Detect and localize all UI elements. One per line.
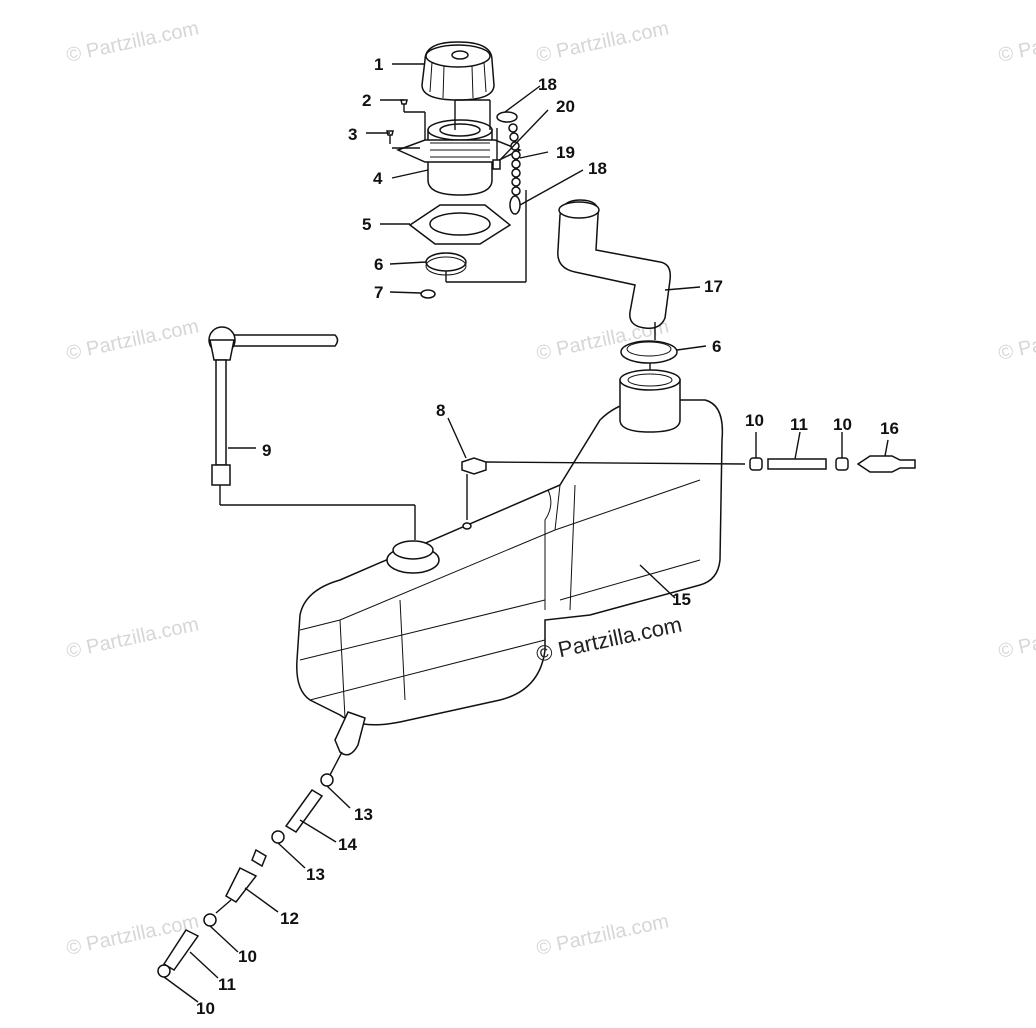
fuel-gauge-part [208, 326, 416, 540]
callout-6-ring: 6 [374, 255, 383, 274]
callout-4: 4 [373, 169, 383, 188]
watermark: © Partzilla.com [534, 910, 670, 960]
callout-5: 5 [362, 215, 371, 234]
filler-hose-part [557, 199, 672, 330]
callout-10-line-lower: 10 [196, 999, 215, 1018]
callout-13-upper: 13 [354, 805, 373, 824]
washer-part [420, 289, 436, 299]
screw-parts [386, 99, 408, 144]
callout-18-lower: 18 [588, 159, 607, 178]
watermark: © Partzilla.com [996, 613, 1036, 663]
gasket-part [408, 204, 512, 245]
watermark: © Partzilla.com [64, 315, 200, 365]
hose-clamp-part [620, 340, 678, 364]
main-watermark: © Partzilla.com [534, 612, 684, 667]
watermark: © Partzilla.com [996, 315, 1036, 365]
vent-fitting-part [461, 457, 746, 530]
vent-line-parts [749, 455, 916, 473]
callout-6-clamp: 6 [712, 337, 721, 356]
watermark: © Partzilla.com [534, 17, 670, 67]
callout-19: 19 [556, 143, 575, 162]
callout-20: 20 [556, 97, 575, 116]
callout-13-lower: 13 [306, 865, 325, 884]
filler-neck-part [396, 119, 522, 196]
callout-11-line: 11 [218, 975, 236, 994]
callout-18-upper: 18 [538, 75, 557, 94]
callout-16: 16 [880, 419, 899, 438]
callout-12: 12 [280, 909, 299, 928]
callout-1: 1 [374, 55, 383, 74]
callout-3: 3 [348, 125, 357, 144]
callout-17: 17 [704, 277, 723, 296]
watermark: © Partzilla.com [64, 613, 200, 663]
callout-10-line-upper: 10 [238, 947, 257, 966]
callout-9: 9 [262, 441, 271, 460]
callout-14: 14 [338, 835, 357, 854]
fuel-cap-part [421, 41, 495, 101]
callout-8: 8 [436, 401, 445, 420]
callout-10-vent-right: 10 [833, 415, 852, 434]
watermark: © Partzilla.com [64, 17, 200, 67]
callout-15: 15 [672, 590, 691, 609]
watermark: © Partzilla.com [996, 17, 1036, 67]
fuel-tank-part [296, 369, 724, 726]
fuel-line-parts [157, 711, 366, 978]
tether-chain-part [492, 111, 521, 215]
leader-lines [163, 63, 889, 1003]
callout-11-vent: 11 [790, 415, 808, 434]
callout-2: 2 [362, 91, 371, 110]
callout-labels: 1 2 3 4 5 6 7 18 20 19 18 17 6 9 8 10 11… [196, 55, 899, 1018]
callout-10-vent-left: 10 [745, 411, 764, 430]
callout-7: 7 [374, 283, 383, 302]
